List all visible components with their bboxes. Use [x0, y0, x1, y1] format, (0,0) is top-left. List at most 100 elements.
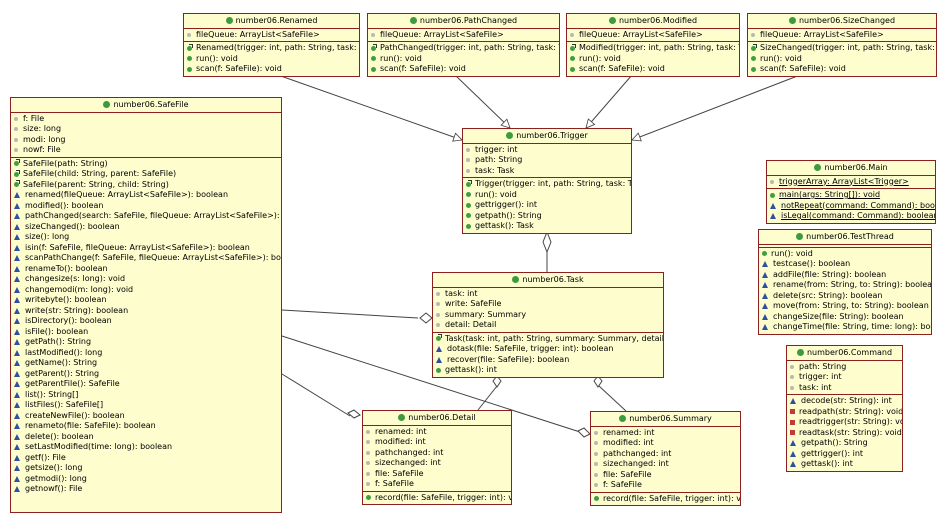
- method-section: Trigger(trigger: int, path: String, task…: [463, 177, 631, 233]
- field-section: task: int write: SafeFile summary: Summa…: [433, 288, 663, 332]
- private-method-icon: [790, 409, 795, 415]
- class-icon: [409, 17, 417, 24]
- package-method-icon: [14, 255, 20, 262]
- field-section: fileQueue: ArrayList<SafeFile>: [748, 29, 936, 42]
- class-safefile[interactable]: number06.SafeFile f: File size: long mod…: [10, 97, 282, 513]
- class-command[interactable]: number06.Command path: String trigger: i…: [786, 345, 903, 472]
- method-section: PathChanged(trigger: int, path: String, …: [368, 41, 559, 76]
- constructor-icon: [466, 179, 472, 187]
- class-icon: [512, 276, 520, 283]
- field-icon: [371, 32, 375, 37]
- package-method-icon: [770, 202, 776, 209]
- package-method-icon: [14, 276, 20, 283]
- package-method-icon: [790, 440, 796, 447]
- field-section: path: String trigger: int task: int: [787, 361, 902, 395]
- association-safefile-task: [281, 309, 419, 319]
- package-method-icon: [762, 271, 768, 278]
- class-detail[interactable]: number06.Detail renamed: int modified: i…: [362, 410, 512, 505]
- public-method-icon: [762, 251, 767, 257]
- class-main[interactable]: number06.Main triggerArray: ArrayList<Tr…: [766, 160, 936, 224]
- method-section: decode(str: String): int readpath(str: S…: [787, 394, 902, 471]
- public-method-icon: [371, 66, 376, 72]
- field-icon: [594, 462, 598, 467]
- package-method-icon: [762, 282, 768, 289]
- package-method-icon: [790, 461, 796, 468]
- aggregation-diamond-trigger: [542, 230, 552, 254]
- public-method-icon: [570, 56, 575, 62]
- method-section: record(file: SafeFile, trigger: int): vo…: [363, 490, 511, 505]
- field-icon: [594, 430, 598, 435]
- public-method-icon: [436, 367, 441, 373]
- class-icon: [608, 17, 616, 24]
- field-icon: [366, 450, 370, 455]
- constructor-icon: [14, 169, 20, 177]
- generalization-renamed-trigger: [277, 74, 462, 140]
- method-section: run(): void testcase(): boolean addFile(…: [759, 246, 931, 334]
- package-method-icon: [762, 324, 768, 331]
- class-testthread[interactable]: number06.TestThread run(): void testcase…: [758, 229, 932, 335]
- field-icon: [14, 116, 18, 121]
- method-section: SizeChanged(trigger: int, path: String, …: [748, 41, 936, 76]
- public-method-icon: [187, 56, 192, 62]
- method-section: Modified(trigger: int, path: String, tas…: [567, 41, 739, 76]
- package-method-icon: [14, 381, 20, 388]
- class-icon: [398, 414, 406, 421]
- association-safefile-detail: [281, 373, 351, 417]
- private-method-icon: [790, 419, 795, 425]
- aggregation-diamond-summary: [577, 427, 591, 438]
- package-method-icon: [14, 391, 20, 398]
- package-method-icon: [762, 313, 768, 320]
- generalization-pathchanged-trigger: [454, 74, 510, 128]
- package-method-icon: [14, 318, 20, 325]
- field-icon: [436, 323, 440, 328]
- class-icon: [619, 415, 627, 422]
- package-method-icon: [14, 360, 20, 367]
- package-method-icon: [14, 339, 20, 346]
- class-header: number06.SizeChanged: [748, 14, 936, 29]
- generalization-sizechanged-trigger: [632, 74, 801, 140]
- field-icon: [366, 461, 370, 466]
- class-trigger[interactable]: number06.Trigger trigger: int path: Stri…: [462, 128, 632, 234]
- class-header: number06.Main: [767, 161, 935, 176]
- class-icon: [796, 233, 804, 240]
- aggregation-diamond-task-detail: [492, 375, 502, 388]
- field-icon: [366, 471, 370, 476]
- public-method-icon: [466, 192, 471, 198]
- class-icon: [506, 132, 514, 139]
- field-icon: [770, 179, 774, 184]
- package-method-icon: [14, 192, 20, 199]
- aggregation-diamond-task-safefile: [419, 312, 433, 324]
- class-modified[interactable]: number06.Modified fileQueue: ArrayList<S…: [566, 13, 740, 77]
- class-pathchanged[interactable]: number06.PathChanged fileQueue: ArrayLis…: [367, 13, 560, 77]
- field-icon: [570, 32, 574, 37]
- private-method-icon: [790, 430, 795, 436]
- class-header: number06.Command: [787, 346, 902, 361]
- association-safefile-summary: [281, 335, 581, 433]
- package-method-icon: [14, 370, 20, 377]
- public-method-icon: [187, 66, 192, 72]
- method-section: record(file: SafeFile, trigger: int): vo…: [591, 491, 740, 506]
- field-icon: [436, 312, 440, 317]
- field-section: fileQueue: ArrayList<SafeFile>: [567, 29, 739, 42]
- package-method-icon: [14, 454, 20, 461]
- method-section: Renamed(trigger: int, path: String, task…: [184, 41, 359, 76]
- class-header: number06.Trigger: [463, 129, 631, 144]
- class-icon: [788, 17, 796, 24]
- association-task-detail: [477, 385, 498, 411]
- class-sizechanged[interactable]: number06.SizeChanged fileQueue: ArrayLis…: [747, 13, 937, 77]
- class-icon: [796, 349, 804, 356]
- class-renamed[interactable]: number06.Renamed fileQueue: ArrayList<Sa…: [183, 13, 360, 77]
- package-method-icon: [14, 433, 20, 440]
- field-icon: [790, 375, 794, 380]
- public-method-icon: [570, 66, 575, 72]
- public-method-icon: [371, 56, 376, 62]
- constructor-icon: [187, 43, 193, 51]
- public-method-icon: [751, 66, 756, 72]
- package-method-icon: [14, 286, 20, 293]
- package-method-icon: [14, 412, 20, 419]
- class-summary[interactable]: number06.Summary renamed: int modified: …: [590, 411, 741, 506]
- package-method-icon: [14, 475, 20, 482]
- package-method-icon: [14, 244, 20, 251]
- class-task[interactable]: number06.Task task: int write: SafeFile …: [432, 272, 664, 378]
